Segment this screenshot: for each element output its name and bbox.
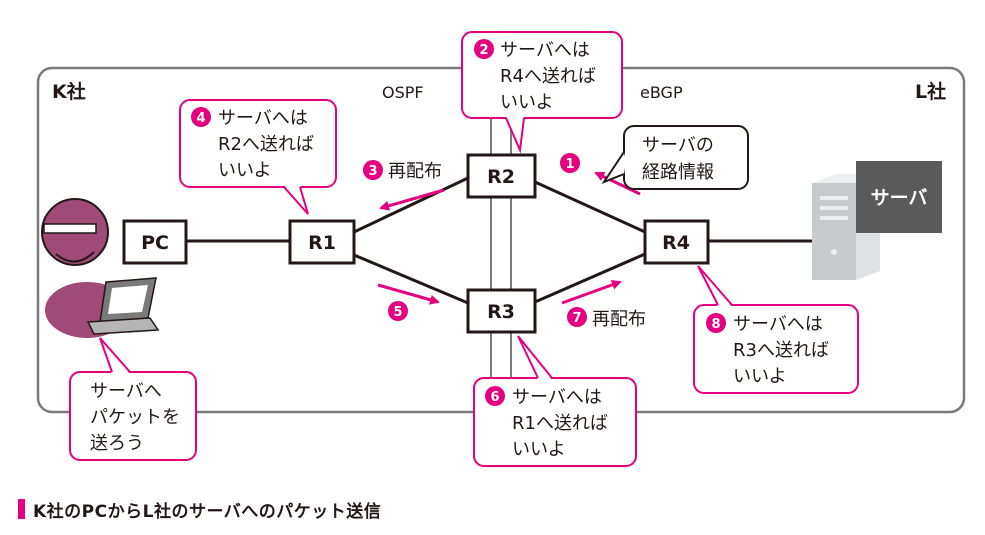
step-3-num: 3 (368, 164, 377, 179)
bubble-step-6: 6 サーバへは R1へ送れば いいよ (473, 335, 637, 467)
bubble-pc-user: サーバへ パケットを 送ろう (69, 337, 197, 461)
bubble-step-4: 4 サーバへは R2へ送れば いいよ (179, 99, 337, 215)
server-icon (812, 161, 942, 280)
step-4-line-2: R2へ送れば (218, 134, 314, 155)
step-6-num: 6 (490, 390, 499, 405)
arrow-step-1 (594, 171, 641, 196)
node-r2: R2 (466, 153, 537, 199)
node-r4-label: R4 (662, 232, 690, 254)
node-r4: R4 (643, 219, 710, 265)
step-8-badge (706, 313, 726, 333)
protocol-label-ebgp: eBGP (640, 83, 683, 102)
bubble-step-1: 1 サーバの 経路情報 (560, 125, 749, 190)
pc-speech-line-2: パケットを (90, 407, 180, 428)
step-2-badge (474, 39, 494, 59)
pc-speech-line-1: サーバへ (90, 381, 162, 402)
step-8-num: 8 (711, 317, 720, 332)
node-r1: R1 (288, 219, 356, 265)
caption-text: K社のPCからL社のサーバへのパケット送信 (33, 501, 382, 522)
step-6-line-1: サーバへは (512, 387, 602, 408)
server-label: サーバ (871, 187, 928, 209)
step-3-label: 再配布 (388, 161, 442, 182)
label-step-3: 3 再配布 (363, 160, 442, 182)
node-r3: R3 (466, 288, 537, 334)
node-r2-label: R2 (487, 166, 515, 188)
step-8-line-2: R3へ送れば (733, 340, 829, 361)
step-2-line-2: R4へ送れば (500, 66, 596, 87)
arrow-step-3 (379, 188, 445, 211)
step-5-badge (388, 301, 408, 321)
step-1-line-2: 経路情報 (642, 162, 714, 183)
step-4-line-1: サーバへは (218, 108, 308, 129)
network-links (186, 176, 812, 305)
label-step-5: 5 (388, 301, 408, 321)
step-1-line-1: サーバの (642, 135, 714, 156)
figure-caption: K社のPCからL社のサーバへのパケット送信 (18, 497, 382, 522)
node-pc: PC (122, 219, 188, 265)
step-2-num: 2 (479, 43, 488, 58)
step-6-line-2: R1へ送れば (512, 413, 608, 434)
bubble-step-8: 8 サーバへは R3へ送れば いいよ (693, 265, 859, 394)
caption-marker (18, 499, 25, 519)
user-icon (41, 198, 160, 338)
step-7-label: 再配布 (592, 309, 646, 330)
node-r3-label: R3 (487, 301, 515, 323)
node-pc-label: PC (141, 232, 169, 254)
step-4-badge (191, 107, 211, 127)
step-6-line-3: いいよ (512, 439, 566, 460)
arrow-step-7 (561, 280, 622, 305)
step-7-num: 7 (572, 311, 581, 326)
step-7-badge (567, 307, 587, 327)
step-1-badge (560, 153, 580, 173)
bubble-step-2: 2 サーバへは R4へ送れば いいよ (461, 31, 623, 154)
step-5-num: 5 (393, 305, 402, 320)
arrow-step-5 (377, 283, 440, 305)
step-4-line-3: いいよ (218, 160, 272, 181)
label-step-7: 7 再配布 (567, 307, 646, 330)
step-2-line-3: いいよ (500, 92, 554, 113)
step-8-line-3: いいよ (733, 366, 787, 387)
protocol-label-ospf: OSPF (382, 83, 424, 102)
step-1-num: 1 (565, 157, 574, 172)
node-r1-label: R1 (308, 232, 336, 254)
step-3-badge (363, 160, 383, 180)
step-2-line-1: サーバへは (500, 40, 590, 61)
pc-speech-line-3: 送ろう (90, 433, 144, 454)
step-4-num: 4 (196, 111, 205, 126)
flow-arrows (377, 171, 641, 305)
step-8-line-1: サーバへは (733, 314, 823, 335)
step-6-badge (485, 386, 505, 406)
zone-label-k: K社 (52, 80, 86, 103)
zone-label-l: L社 (915, 80, 946, 103)
